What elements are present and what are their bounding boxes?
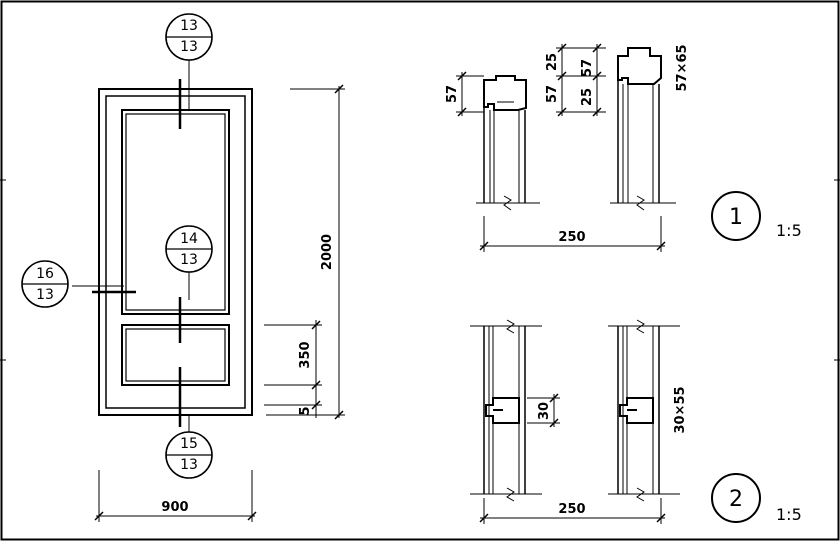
detail-2-marker: 2 bbox=[711, 473, 761, 523]
upper-panel-inner bbox=[125, 113, 226, 311]
callout-15-13: 15 13 bbox=[165, 431, 213, 479]
dimension-label: 57 bbox=[445, 85, 460, 103]
dimension-label: 25 bbox=[545, 53, 560, 71]
dimension-label: 25 bbox=[580, 88, 595, 106]
dimension-label: 57 bbox=[545, 85, 560, 103]
callout-bottom-number: 13 bbox=[180, 39, 198, 55]
dimension-label: 30 bbox=[537, 402, 552, 420]
callout-bottom-number: 13 bbox=[180, 457, 198, 473]
dimension-panel-350 bbox=[264, 320, 322, 418]
detail-2-section-right bbox=[608, 319, 680, 502]
dimension-57-left bbox=[456, 71, 484, 117]
dimension-label: 2000 bbox=[320, 234, 335, 270]
detail-1-section-left bbox=[476, 75, 540, 211]
detail-1-marker: 1 bbox=[711, 191, 761, 241]
dimension-label: 350 bbox=[298, 341, 313, 368]
door-elevation bbox=[72, 60, 253, 434]
dimension-label: 250 bbox=[558, 502, 585, 517]
callout-top-number: 16 bbox=[36, 266, 54, 282]
lower-panel-outer bbox=[121, 324, 230, 386]
detail-scale: 1:5 bbox=[776, 505, 802, 524]
lower-panel-inner bbox=[125, 328, 226, 382]
door-frame-inner bbox=[105, 95, 246, 409]
detail-number: 2 bbox=[729, 487, 743, 512]
dimension-label: 5 bbox=[298, 406, 313, 415]
section-size-label: 57×65 bbox=[675, 44, 690, 91]
section-size-label: 30×55 bbox=[673, 386, 688, 433]
dimension-label: 250 bbox=[558, 230, 585, 245]
callout-bottom-number: 13 bbox=[36, 287, 54, 303]
callout-14-13: 14 13 bbox=[165, 225, 213, 273]
dimension-250-top bbox=[479, 216, 666, 252]
dimension-width-900 bbox=[94, 470, 257, 522]
callout-top-number: 15 bbox=[180, 436, 198, 452]
dimension-label: 57 bbox=[580, 59, 595, 77]
door-frame-outer bbox=[98, 88, 253, 416]
upper-panel-outer bbox=[121, 109, 230, 315]
detail-1-section-right bbox=[610, 47, 676, 211]
dimension-height-2000 bbox=[266, 84, 345, 420]
detail-scale: 1:5 bbox=[776, 221, 802, 240]
callout-13-13: 13 13 bbox=[165, 13, 213, 61]
dimension-stack bbox=[556, 43, 606, 117]
callout-16-13: 16 13 bbox=[21, 260, 69, 308]
dimension-30 bbox=[527, 393, 560, 428]
dimension-250-bottom bbox=[479, 498, 666, 524]
dimension-label: 900 bbox=[161, 500, 188, 515]
detail-number: 1 bbox=[729, 205, 743, 230]
detail-2-section-left bbox=[470, 319, 542, 502]
callout-top-number: 14 bbox=[180, 231, 198, 247]
callout-top-number: 13 bbox=[180, 18, 198, 34]
callout-bottom-number: 13 bbox=[180, 252, 198, 268]
